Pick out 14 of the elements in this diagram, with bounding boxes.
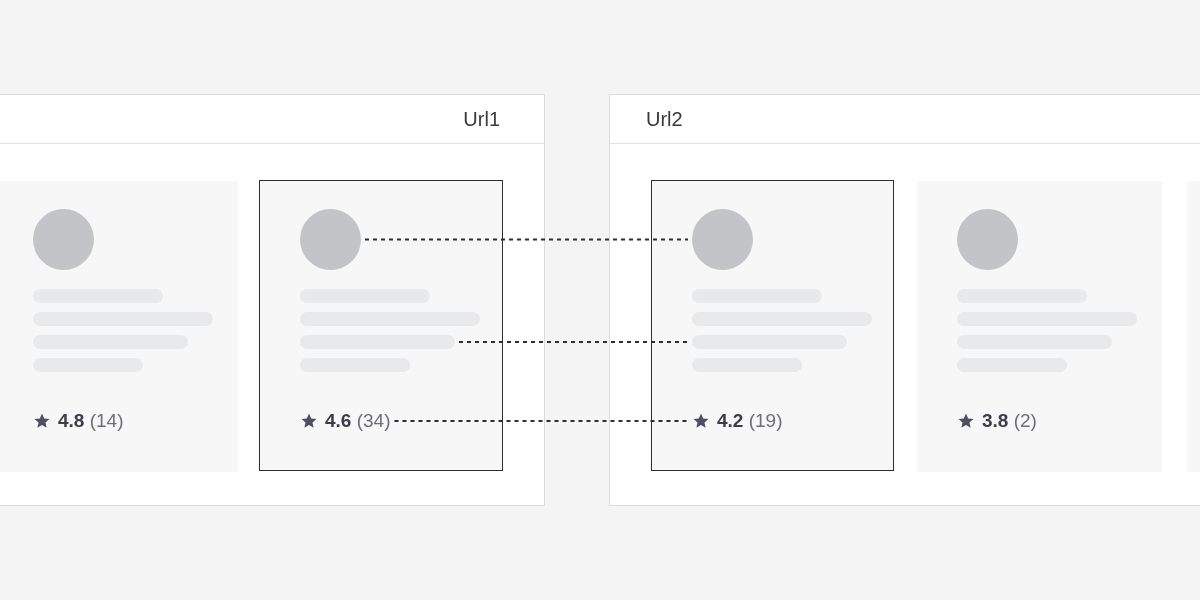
rating-text: 4.8 (14) [58, 408, 124, 433]
url-text: Url2 [646, 107, 683, 132]
dotted-connector [458, 341, 689, 343]
product-card [651, 180, 894, 471]
rating-text: 4.6 (34) [325, 408, 391, 433]
rating-text: 3.8 (2) [982, 408, 1037, 433]
product-card [259, 180, 503, 471]
dotted-connector [393, 420, 689, 422]
rating-text: 4.2 (19) [717, 408, 783, 433]
product-card [917, 181, 1162, 472]
product-card [0, 181, 238, 472]
dotted-connector [364, 238, 689, 241]
browser-window [0, 94, 545, 506]
url-text: Url1 [463, 107, 500, 132]
